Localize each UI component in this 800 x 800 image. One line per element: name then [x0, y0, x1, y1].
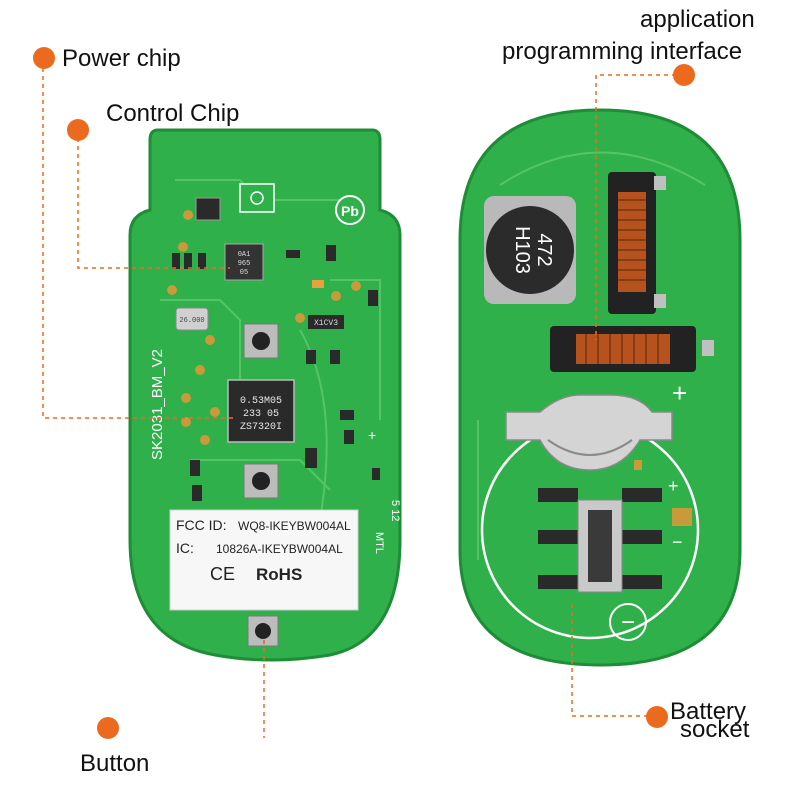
battery-contact — [538, 488, 662, 593]
api-marker — [673, 64, 695, 86]
small-control-chip — [224, 243, 264, 281]
left-pcb-board: 0A1 965 05 26.000 0.53M05 233 05 ZS7320I… — [128, 128, 402, 662]
tactile-button-bottom — [247, 615, 279, 647]
gold-pad-right — [672, 508, 692, 526]
button-label: Button — [80, 750, 150, 777]
battery-plus-mark: + — [672, 378, 687, 408]
battery-label-line1: Battery — [670, 698, 747, 725]
power-chip-marker — [33, 47, 55, 69]
ic-value: 10826A-IKEYBW004AL — [216, 542, 343, 556]
control-chip — [227, 379, 295, 443]
small-chip-text-2: 965 — [238, 260, 251, 268]
antenna-coil-horizontal — [550, 326, 714, 372]
ce-mark: CE — [210, 564, 235, 584]
fcc-id-value: WQ8-IKEYBW004AL — [238, 519, 351, 533]
callout-leader-lines — [42, 60, 684, 738]
crystal-oscillator — [175, 307, 209, 331]
battery-socket-marker — [646, 706, 668, 728]
control-chip-text-1: 0.53M05 — [240, 396, 282, 407]
pb-free-logo — [335, 195, 365, 225]
power-chip — [195, 197, 221, 221]
minus-circle — [609, 603, 647, 641]
battery-plus-small: + — [668, 476, 679, 496]
control-chip-text-2: 233 05 — [243, 409, 279, 420]
power-chip-label: Power chip — [62, 45, 181, 72]
battery-label-line2: socket — [680, 716, 750, 743]
control-chip-text-3: ZS7320I — [240, 422, 282, 433]
mtl-number-silkscreen: 5 12 — [389, 500, 401, 521]
certification-label: FCC ID: WQ8-IKEYBW004AL IC: 10826A-IKEYB… — [169, 509, 359, 611]
battery-clip — [505, 394, 673, 471]
mtl-silkscreen: MTL — [373, 532, 385, 554]
small-chip-text-1: 0A1 — [238, 251, 251, 259]
control-chip-marker — [67, 119, 89, 141]
button-outline-silkscreen — [239, 183, 275, 213]
inductor: 472 H103 — [484, 196, 576, 304]
inductor-text-1: 472 — [533, 233, 555, 266]
small-chip-text-3: 05 — [240, 269, 248, 277]
fcc-id-label: FCC ID: — [176, 517, 227, 533]
smd-components — [172, 245, 380, 501]
crystal-text: 26.000 — [179, 317, 204, 325]
battery-minus-mark: − — [621, 609, 635, 636]
tactile-button-top — [243, 323, 279, 359]
small-gold-pad — [634, 460, 642, 470]
board-model-silkscreen: SK2031_BM_V2 — [149, 349, 166, 460]
button-circle-silkscreen — [250, 191, 264, 205]
pb-logo-text: Pb — [341, 203, 359, 219]
antenna-coil-vertical — [608, 172, 666, 314]
button-marker — [97, 717, 119, 739]
diode-text: X1CV3 — [314, 319, 338, 328]
left-plus-mark: + — [368, 427, 376, 443]
led-component — [312, 280, 324, 288]
solder-pads — [167, 210, 361, 445]
diode-component — [308, 315, 344, 329]
battery-minus-small: − — [672, 532, 683, 552]
inductor-text-2: H103 — [511, 226, 533, 274]
tactile-button-middle — [243, 463, 279, 499]
control-chip-label: Control Chip — [106, 100, 240, 127]
ic-label: IC: — [176, 540, 194, 556]
rohs-mark: RoHS — [256, 565, 302, 584]
api-label-line1: application — [640, 6, 755, 33]
api-label-line2: programming interface — [502, 38, 743, 65]
right-pcb-board: 472 H103 — [458, 108, 742, 667]
